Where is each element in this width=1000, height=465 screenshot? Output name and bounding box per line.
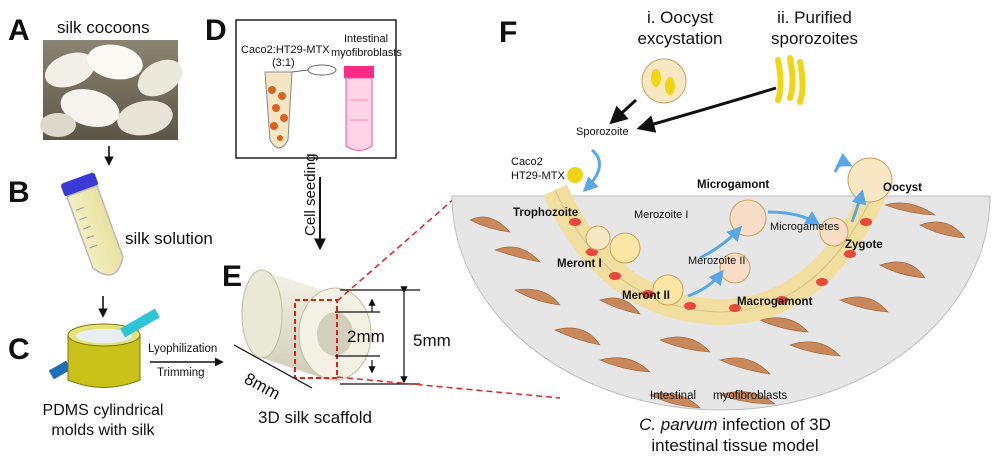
excystation-label: i. Oocyst excystation (620, 7, 740, 49)
panel-f-caption: C. parvum infection of 3D intestinal tis… (590, 414, 880, 456)
zoom-line-top (336, 197, 456, 302)
panel-f-caption-line1: C. parvum infection of 3D (590, 414, 880, 435)
cell-tube-fibroblast (344, 66, 374, 151)
panel-label-e: E (222, 260, 243, 293)
arrow-excystation (609, 98, 638, 125)
meront1-label: Meront I (557, 258, 602, 270)
lyophilization-label: Lyophilization (148, 343, 218, 355)
intestinal-label-d: Intestinal (344, 33, 389, 45)
microgametes-label: Microgametes (770, 221, 840, 233)
sporozoite-label: Sporozoite (576, 126, 629, 138)
silk-scaffold (241, 269, 372, 381)
cell-tube-caco2 (264, 64, 337, 149)
pdms-caption-line2: molds with silk (51, 422, 155, 439)
panel-f-caption-rest: infection of 3D (717, 415, 831, 434)
merozoite2-label: Merozoite II (688, 255, 746, 267)
microgamont-label: Microgamont (697, 179, 770, 191)
myofibroblasts-f-label: myofibroblasts (713, 390, 788, 402)
pdms-caption: PDMS cylindrical molds with silk (18, 401, 188, 441)
trophozoite-label: Trophozoite (513, 207, 579, 219)
macrogamont-label: Macrogamont (737, 296, 813, 308)
silk-solution-tube (61, 172, 124, 276)
purified-line1: ii. Purified (777, 8, 852, 27)
epithelial-layer (543, 184, 887, 326)
caco2-label: Caco2:HT29-MTX (241, 44, 330, 56)
purified-line2: sporozoites (771, 29, 858, 48)
excystation-line1: i. Oocyst (646, 8, 714, 27)
panel-label-f: F (499, 16, 518, 49)
cell-seeding-label: Cell seeding (302, 153, 319, 236)
purified-label: ii. Purified sporozoites (752, 7, 877, 49)
panel-label-c: C (8, 333, 30, 366)
panel-label-a: A (8, 14, 30, 47)
lifecycle-arrows (582, 148, 867, 298)
silk-cocoons-photo (40, 40, 183, 140)
inner-diameter-label: 2mm (347, 327, 385, 346)
trimming-label: Trimming (157, 367, 205, 379)
meront2-label: Meront II (622, 290, 670, 302)
oocyst-label: Oocyst (883, 182, 922, 194)
pdms-mold (48, 308, 160, 388)
panel-f-caption-line2: intestinal tissue model (651, 436, 819, 455)
zoom-line-bottom (336, 376, 561, 399)
fibroblast-cells (469, 202, 966, 409)
caco2-f-label: Caco2 (511, 156, 543, 168)
excystation-line2: excystation (637, 29, 723, 48)
panel-label-b: B (8, 176, 30, 209)
myofibroblasts-label-d: myofibroblasts (331, 47, 402, 59)
ratio-label: (3:1) (272, 57, 295, 69)
panel-label-d: D (205, 14, 227, 47)
silk-solution-label: silk solution (125, 229, 213, 248)
intestinal-f-label: Intestinal (650, 390, 697, 402)
zygote-label: Zygote (845, 239, 883, 251)
height-label: 5mm (413, 331, 451, 350)
merozoite1-label: Merozoite I (634, 209, 689, 221)
arrow-purified (636, 86, 777, 133)
silk-cocoons-label: silk cocoons (57, 18, 150, 37)
species-name: C. parvum (639, 415, 718, 434)
pdms-caption-line1: PDMS cylindrical (42, 402, 164, 419)
parasite-stages (567, 55, 893, 306)
scaffold-caption: 3D silk scaffold (258, 408, 373, 427)
ht29-f-label: HT29-MTX (511, 170, 565, 182)
